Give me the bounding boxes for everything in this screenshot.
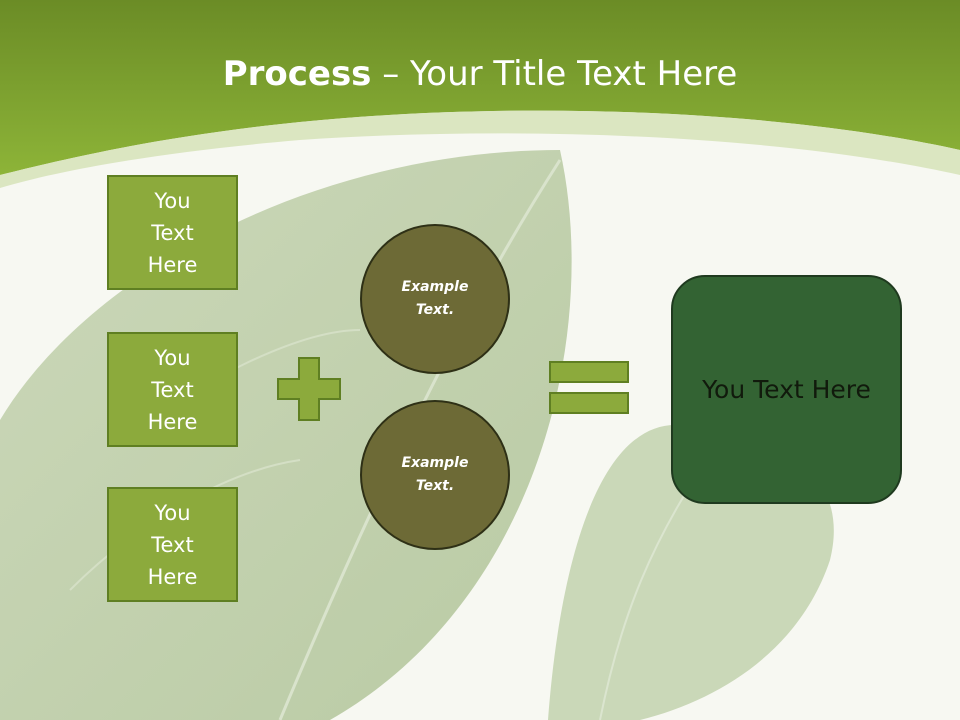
example-circle-1[interactable]: Example Text. <box>360 224 510 374</box>
input-box-label: You Text Here <box>147 500 198 589</box>
result-box[interactable]: You Text Here <box>671 275 902 504</box>
example-circle-2[interactable]: Example Text. <box>360 400 510 550</box>
circle-label: Example Text. <box>401 279 469 318</box>
equals-icon <box>549 361 629 414</box>
result-label: You Text Here <box>702 375 871 404</box>
circle-label: Example Text. <box>401 455 469 494</box>
slide-title: Process – Your Title Text Here <box>0 50 960 98</box>
title-rest: – Your Title Text Here <box>371 54 738 94</box>
input-box-2[interactable]: You Text Here <box>107 332 238 447</box>
input-box-1[interactable]: You Text Here <box>107 175 238 290</box>
input-box-label: You Text Here <box>147 345 198 434</box>
header-band <box>0 0 960 175</box>
plus-icon <box>277 357 341 421</box>
title-bold: Process <box>222 54 372 94</box>
header-swoosh <box>0 110 960 188</box>
input-box-label: You Text Here <box>147 188 198 277</box>
input-box-3[interactable]: You Text Here <box>107 487 238 602</box>
